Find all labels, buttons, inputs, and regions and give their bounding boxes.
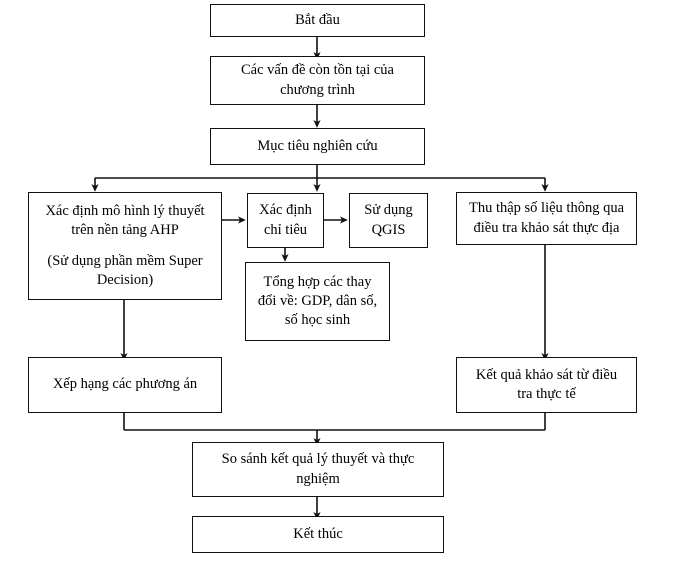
node-aggregate-changes[interactable]: Tổng hợp các thay đổi về: GDP, dân số, s… — [245, 262, 390, 341]
node-aggregate-changes-line-2: đổi về: GDP, dân số, — [257, 292, 378, 309]
node-theory-model-line-1: Xác định mô hình lý thuyết — [45, 202, 205, 219]
node-survey-result[interactable]: Kết quả khảo sát từ điều tra thực tế — [456, 357, 637, 413]
node-rank-alternatives-label: Xếp hạng các phương án — [52, 376, 198, 393]
node-end[interactable]: Kết thúc — [192, 516, 444, 553]
node-start-label: Bắt đầu — [295, 11, 340, 28]
node-field-data-collection[interactable]: Thu thập số liệu thông qua điều tra khảo… — [456, 192, 637, 245]
node-end-label: Kết thúc — [293, 525, 343, 542]
node-compare-results[interactable]: So sánh kết quả lý thuyết và thực nghiệm — [192, 442, 444, 497]
edge-objective-bus — [95, 165, 545, 179]
node-compare-results-line-2: nghiệm — [296, 470, 340, 487]
node-aggregate-changes-line-3: số học sinh — [284, 312, 351, 329]
node-research-objective[interactable]: Mục tiêu nghiên cứu — [210, 128, 425, 165]
edge-merge-bus — [123, 413, 546, 431]
node-theory-model[interactable]: Xác định mô hình lý thuyết trên nền tảng… — [28, 192, 222, 300]
node-aggregate-changes-line-1: Tổng hợp các thay — [263, 273, 372, 290]
node-start[interactable]: Bắt đầu — [210, 4, 425, 37]
node-rank-alternatives[interactable]: Xếp hạng các phương án — [28, 357, 222, 413]
node-field-data-collection-line-1: Thu thập số liệu thông qua — [468, 200, 625, 217]
node-define-criteria-line-2: chỉ tiêu — [263, 221, 308, 238]
node-research-objective-label: Mục tiêu nghiên cứu — [257, 137, 378, 154]
node-define-criteria[interactable]: Xác định chỉ tiêu — [247, 193, 324, 248]
node-survey-result-line-1: Kết quả khảo sát từ điều — [475, 366, 618, 383]
node-use-qgis-line-1: Sử dụng — [364, 202, 413, 219]
node-survey-result-line-2: tra thực tế — [517, 386, 576, 402]
node-field-data-collection-line-2: điều tra khảo sát thực địa — [473, 219, 620, 236]
node-use-qgis[interactable]: Sử dụng QGIS — [349, 193, 428, 248]
node-existing-problems[interactable]: Các vấn đề còn tồn tại của chương trình — [210, 56, 425, 105]
node-define-criteria-line-1: Xác định — [259, 202, 312, 219]
node-theory-model-line-3: (Sử dụng phần mềm Super — [47, 252, 203, 269]
node-theory-model-line-4: Decision) — [96, 271, 154, 288]
node-theory-model-line-2: trên nền tảng AHP — [71, 222, 179, 239]
node-use-qgis-line-2: QGIS — [371, 221, 406, 238]
node-existing-problems-line-2: chương trình — [280, 81, 355, 98]
node-compare-results-line-1: So sánh kết quả lý thuyết và thực — [221, 451, 415, 468]
node-existing-problems-line-1: Các vấn đề còn tồn tại của — [241, 62, 394, 79]
